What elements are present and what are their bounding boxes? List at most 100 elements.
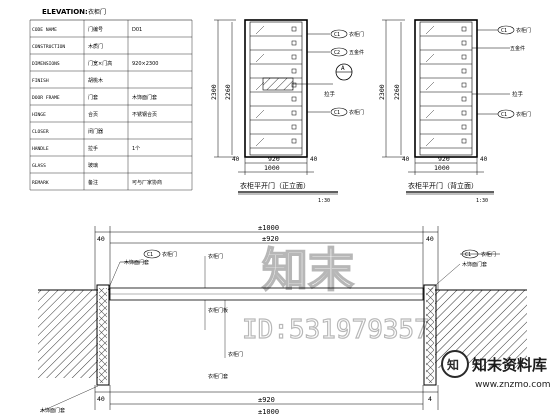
tag-top-code: C1 [334,32,340,38]
spec-row-extra: D01 [132,27,142,33]
knob-mark [461,40,467,46]
knob-mark [461,54,467,60]
plan-label-center-low: 衣柜门 [228,351,243,358]
knob-mark [461,68,467,74]
dim-height-inner-right: 2260 [393,84,401,100]
glass-mark [425,25,435,35]
tag-top-code-right: C1 [501,28,507,34]
knob-mark [291,68,297,74]
dim-bottom-right: 4 [428,395,432,403]
dim-height-inner: 2260 [224,84,232,100]
spec-row-extra: 1个 [132,146,140,152]
knob-mark [461,26,467,32]
door-frame-inner [249,21,303,156]
tag-bottom-code: C1 [334,110,340,116]
spec-row-value: 闭门器 [88,128,103,135]
watermark: 知末 ID:531979357 [241,242,430,345]
tag-mid-label-right: 五金件 [510,45,525,52]
spec-row-value: 合页 [88,111,98,118]
door-frame-outer [244,19,308,158]
spec-row-label: DOOR FRAME [32,95,60,101]
dim-top-total: ±1000 [258,224,279,232]
spec-row-extra: 不锈钢合页 [132,111,157,118]
spec-row-label: HANDLE [32,146,49,152]
plan-label-center-top: 衣柜门 [208,253,223,260]
glass-mark [255,109,265,119]
spec-row-value: 玻璃 [88,162,98,169]
knob-mark [461,96,467,102]
plan-label-right-top: 木饰面门套 [462,261,487,268]
spec-row-label: CONSTRUCTION [32,44,65,50]
spec-row-label: REMARK [32,180,49,186]
dim-side-offset-right-right: 40 [480,156,488,163]
spec-row-value: 胡桃木 [88,77,103,84]
spec-row-extra: 920×2300 [132,61,158,67]
spec-table-title-note: 衣柜门 [88,8,106,16]
dim-width-outer: 1000 [264,164,280,172]
knob-mark [291,40,297,46]
tag-mid-code: C2 [334,50,340,56]
glass-mark [255,81,265,91]
elevation-right: 2300 2260 40 40 920 1000 C1 衣柜门 五金件 拉手 C… [378,19,531,204]
spec-row-value: 拉手 [88,145,98,152]
dim-side-offset-left-right: 40 [402,156,410,163]
spec-row-label: CODE NAME [32,27,57,33]
spec-row-value: 门宽×门高 [88,60,112,67]
glass-mark [255,25,265,35]
frame-jamb-right [423,284,437,386]
plan-section: ±1000 ±920 40 40 C1 衣柜门 木饰面门套 C1 衣柜门 木饰面… [38,224,527,416]
brand-name: 知末资料库 [472,356,547,374]
knob-mark [461,138,467,144]
spec-row-value: 门编号 [88,26,103,33]
tag-bottom-label-right: 衣柜门 [516,111,531,118]
knob-mark [461,110,467,116]
spec-row-label: DIMENSIONS [32,61,60,67]
dim-right: 40 [426,235,434,243]
plan-tag-right-code: C1 [465,252,471,258]
glass-mark [425,109,435,119]
knob-mark [291,26,297,32]
knob-mark [291,138,297,144]
tag-bottom-bubble [330,107,348,117]
spec-row-extra: 木饰面门套 [132,94,157,101]
wall-left [38,290,98,378]
brand-badge: 知 知末资料库 www.znzmo.com [441,350,550,390]
knob-mark [461,124,467,130]
caption-right: 衣柜平开门（背立面） [408,181,478,190]
handle-band [262,77,294,91]
glass-mark [425,53,435,63]
watermark-logo-text: 知末 [262,243,354,297]
tag-top-label-right: 衣柜门 [516,27,531,34]
dim-width-inner: 920 [268,155,280,163]
knob-mark [291,96,297,102]
glass-mark [425,81,435,91]
tag-mid-bubble [330,47,348,57]
caption-left: 衣柜平开门（正立面） [240,181,310,190]
knob-mark [291,124,297,130]
plan-label-center-mid: 衣柜门板 [208,307,228,314]
knob-mark [291,110,297,116]
door-frame-outer-right [414,19,478,158]
brand-logo-icon [441,350,469,378]
glass-mark [255,53,265,63]
dim-width-outer-right: 1000 [434,164,450,172]
tag-top-bubble [330,29,348,39]
dim-side-offset-right: 40 [310,156,318,163]
dim-side-offset-left: 40 [232,156,240,163]
frame-jamb-left [96,284,110,386]
tag-bottom-label: 衣柜门 [349,109,364,116]
shelf-lines-right [420,25,472,149]
scale-left: 1:30 [318,198,330,204]
tag-bottom-code-right: C1 [501,112,507,118]
spec-row-value: 木质门 [88,43,103,50]
glass-mark [255,137,265,147]
plan-tag-right-label: 衣柜门 [481,251,496,258]
plan-label-left-top: 木饰面门套 [124,259,149,266]
shelf-lines [250,25,302,149]
plan-label-left-bottom: 木饰面门套 [40,407,65,414]
handle-label: 拉手 [324,90,336,98]
spec-row-label: CLOSER [32,129,49,135]
tag-top-label: 衣柜门 [349,31,364,38]
dim-bottom-inner: ±920 [258,396,275,404]
